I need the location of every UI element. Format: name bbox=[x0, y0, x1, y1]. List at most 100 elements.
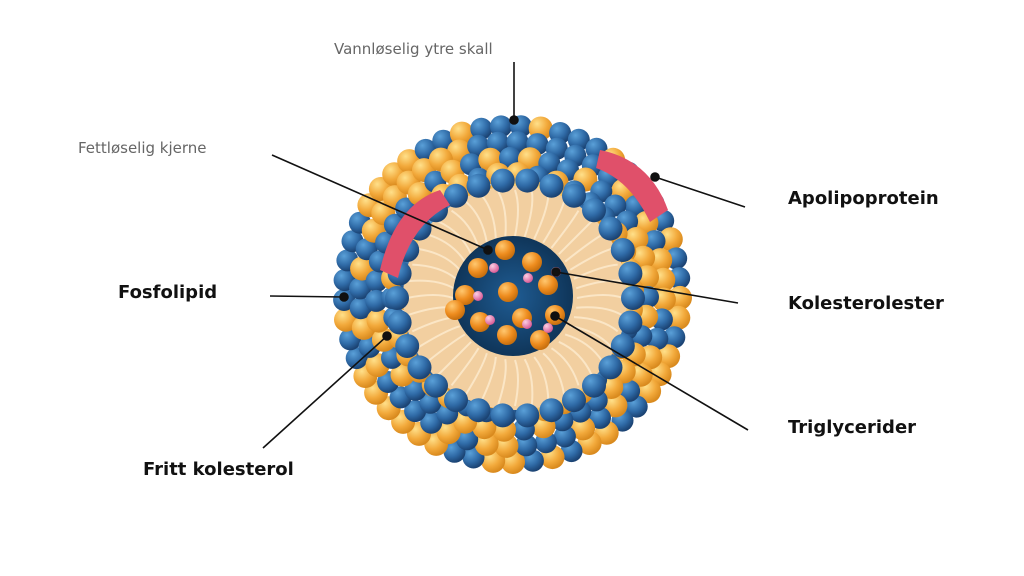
phospholipid-head bbox=[385, 286, 409, 310]
free-cholesterol bbox=[449, 121, 474, 146]
phospholipid-head bbox=[420, 411, 443, 434]
phospholipid-head bbox=[582, 373, 606, 398]
phospholipid-head bbox=[466, 173, 491, 198]
inner-phospholipid-ring bbox=[385, 168, 645, 428]
fatty-acid-tail bbox=[573, 263, 618, 280]
leader-apolipoprotein bbox=[654, 176, 746, 208]
phospholipid-head bbox=[490, 115, 512, 138]
phospholipid-head bbox=[663, 326, 686, 349]
apolipoprotein-right bbox=[596, 150, 668, 222]
phospholipid-head bbox=[618, 261, 643, 286]
cholesterol-ester bbox=[485, 315, 495, 325]
free-cholesterol bbox=[658, 227, 683, 252]
leader-core bbox=[271, 154, 489, 251]
phospholipid-head bbox=[444, 183, 468, 208]
leader-cholesterol-ester bbox=[555, 271, 739, 304]
fatty-acid-tail bbox=[550, 210, 580, 249]
phospholipid-head bbox=[387, 310, 412, 335]
fatty-acid-tail bbox=[514, 359, 519, 407]
phospholipid-head bbox=[562, 388, 586, 413]
fatty-acid-tail bbox=[523, 191, 534, 238]
fatty-acid-tail bbox=[406, 294, 454, 299]
fatty-acid-tail bbox=[542, 352, 566, 395]
fatty-acid-tail bbox=[542, 201, 565, 244]
cholesterol-ester bbox=[523, 273, 533, 283]
phospholipid-head bbox=[610, 238, 635, 262]
fatty-acid-tail bbox=[427, 233, 466, 263]
fatty-acid-tail bbox=[418, 325, 461, 348]
fatty-acid-tail bbox=[576, 306, 623, 316]
label-phospholipid: Fosfolipid bbox=[118, 282, 218, 303]
fatty-acid-tail bbox=[465, 352, 488, 395]
fatty-acid-tail bbox=[408, 279, 455, 290]
free-cholesterol bbox=[666, 305, 691, 330]
fatty-acid-tail bbox=[558, 340, 593, 375]
phospholipid-head bbox=[490, 168, 515, 193]
fatty-acid-tail bbox=[564, 333, 604, 363]
phospholipid-head bbox=[598, 355, 623, 380]
phospholipid-head bbox=[562, 183, 586, 208]
fatty-acid-tail bbox=[437, 341, 472, 376]
fatty-acid-tail bbox=[450, 347, 480, 386]
apolipoprotein-left bbox=[380, 190, 450, 278]
fatty-acid-tail bbox=[418, 247, 461, 271]
phospholipid-head bbox=[395, 334, 420, 358]
phospholipid-head bbox=[589, 406, 611, 429]
dot bbox=[509, 115, 519, 125]
cutaway bbox=[403, 186, 627, 410]
fatty-acid-tail bbox=[575, 279, 622, 290]
triglyceride bbox=[530, 330, 550, 350]
phospholipid-head bbox=[610, 334, 635, 358]
fatty-acid-tail bbox=[523, 358, 534, 405]
free-cholesterol bbox=[571, 416, 596, 441]
phospholipid-head bbox=[490, 403, 515, 428]
fatty-acid-tail bbox=[480, 356, 497, 402]
phospholipid-head bbox=[456, 428, 479, 451]
cholesterol-ester bbox=[489, 263, 499, 273]
apolipoproteins bbox=[380, 150, 668, 278]
cholesterol-ester bbox=[543, 323, 553, 333]
fatty-acid-tail bbox=[533, 356, 550, 401]
phospholipid-head bbox=[582, 198, 606, 223]
label-apolipoprotein: Apolipoprotein bbox=[788, 188, 939, 209]
label-cholesterol-ester: Kolesterolester bbox=[788, 293, 944, 314]
fatty-acid-tail bbox=[497, 359, 507, 405]
triglyceride bbox=[538, 275, 558, 295]
leader-phospholipid bbox=[269, 295, 345, 298]
phospholipid-head bbox=[539, 398, 564, 423]
phospholipid-head bbox=[618, 310, 643, 335]
fatty-acid-tail bbox=[450, 209, 480, 249]
triglyceride bbox=[468, 258, 488, 278]
fatty-acid-tail bbox=[533, 195, 550, 240]
phospholipid-head bbox=[470, 117, 493, 140]
fatty-acid-tail bbox=[573, 316, 619, 333]
triglyceride bbox=[455, 285, 475, 305]
label-triglycerides: Triglycerider bbox=[788, 417, 917, 438]
cholesterol-ester bbox=[522, 319, 532, 329]
triglyceride bbox=[445, 300, 465, 320]
phospholipid-head bbox=[621, 286, 645, 310]
triglyceride bbox=[495, 240, 515, 260]
triglyceride bbox=[498, 282, 518, 302]
fatty-acid-tail bbox=[427, 333, 466, 363]
phospholipid-head bbox=[466, 398, 491, 423]
fatty-acid-tail bbox=[558, 220, 593, 255]
core-molecules bbox=[445, 240, 565, 350]
fatty-acid-tail bbox=[576, 294, 624, 299]
dot bbox=[483, 245, 493, 255]
dot bbox=[382, 331, 392, 341]
phospholipid-head bbox=[404, 378, 427, 401]
label-core: Fettløselig kjerne bbox=[78, 139, 207, 157]
fatty-acid-tail bbox=[564, 233, 603, 263]
phospholipid-head bbox=[553, 425, 576, 448]
leader-lines bbox=[262, 62, 749, 449]
triglyceride bbox=[470, 312, 490, 332]
phospholipid-head bbox=[515, 403, 540, 428]
leader-triglycerides bbox=[554, 315, 749, 431]
label-outer-shell: Vannløselig ytre skall bbox=[334, 40, 493, 58]
fatty-acid-tail bbox=[550, 347, 580, 386]
fatty-acid-tail bbox=[465, 201, 488, 243]
free-cholesterol bbox=[603, 393, 628, 418]
phospholipid-head bbox=[539, 173, 564, 198]
